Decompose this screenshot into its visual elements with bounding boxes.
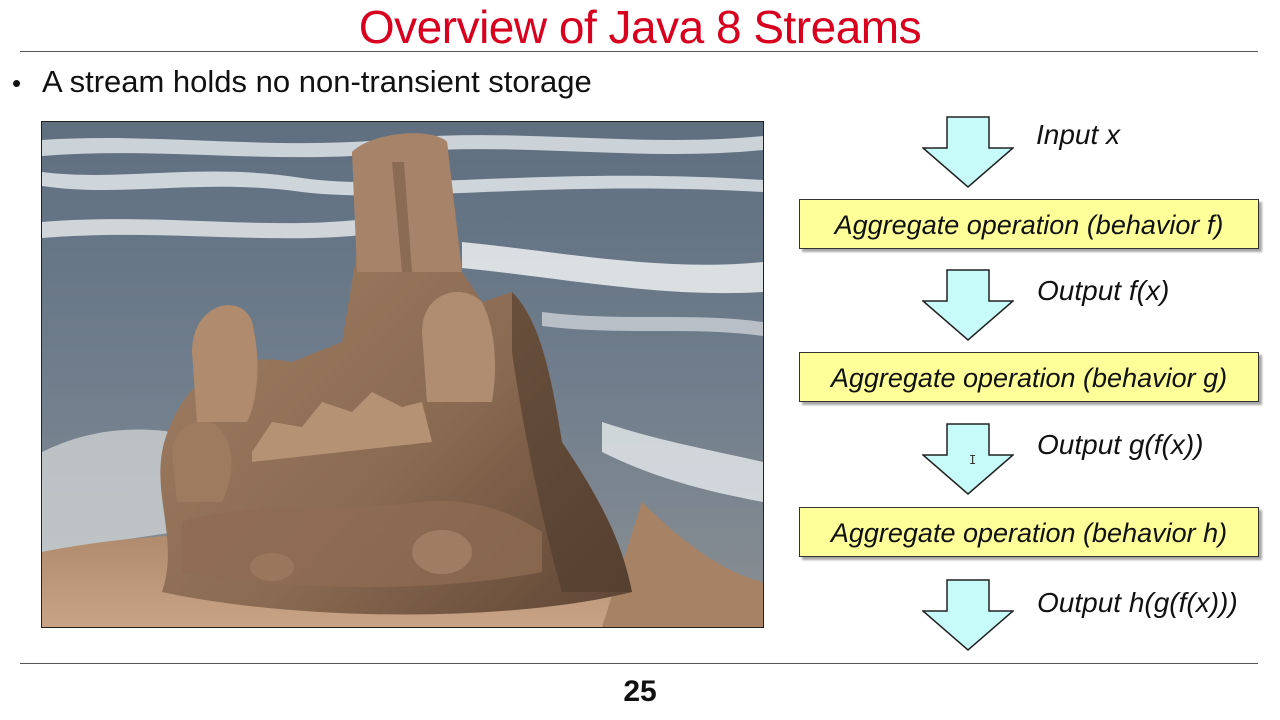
bullet-text: A stream holds no non-transient storage bbox=[42, 64, 592, 99]
slide-title: Overview of Java 8 Streams bbox=[358, 1, 922, 53]
sandcastle-photo bbox=[41, 121, 764, 628]
footer-divider bbox=[20, 663, 1258, 664]
page-number: 25 bbox=[623, 675, 657, 708]
bullet-dot-icon: • bbox=[12, 68, 22, 98]
down-arrow-icon bbox=[922, 269, 1014, 341]
input-label: Input x bbox=[1036, 119, 1121, 150]
bullet-point: • A stream holds no non-transient storage bbox=[12, 63, 592, 102]
down-arrow-icon bbox=[922, 579, 1014, 651]
sandcastle-illustration bbox=[42, 122, 763, 627]
output-label-h: Output h(g(f(x))) bbox=[1037, 587, 1238, 618]
aggregate-operation-g: Aggregate operation (behavior g) bbox=[799, 352, 1259, 402]
aggregate-operation-f: Aggregate operation (behavior f) bbox=[799, 199, 1259, 249]
output-label-f: Output f(x) bbox=[1037, 275, 1170, 306]
aggregate-operation-h: Aggregate operation (behavior h) bbox=[799, 507, 1259, 557]
text-cursor-icon: I bbox=[969, 453, 977, 467]
output-label-g: Output g(f(x)) bbox=[1037, 429, 1204, 460]
down-arrow-icon bbox=[922, 116, 1014, 188]
down-arrow-icon bbox=[922, 423, 1014, 495]
title-divider bbox=[20, 51, 1258, 52]
